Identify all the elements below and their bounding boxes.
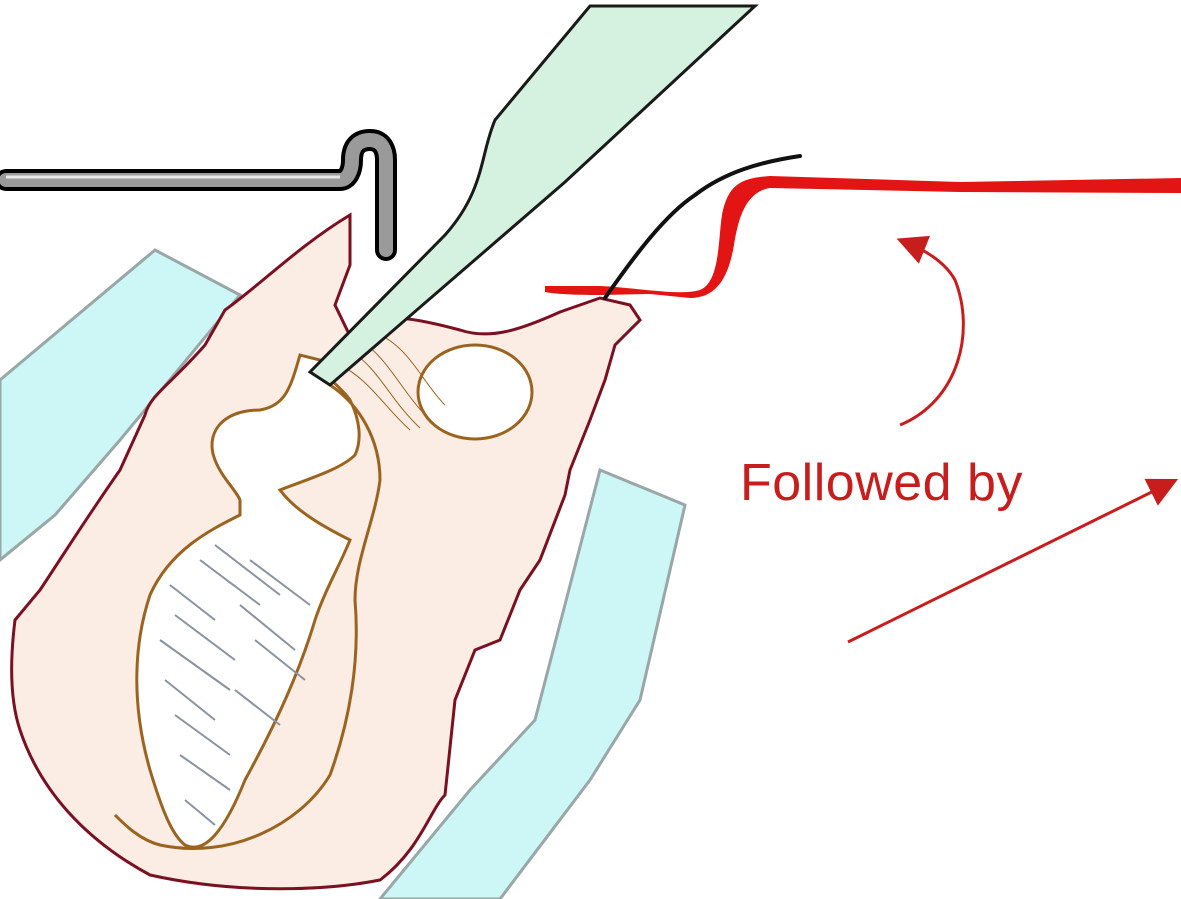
curved-needle-suture-icon — [545, 156, 1181, 298]
suture-thread — [545, 176, 1181, 298]
followed-by-label: Followed by — [740, 454, 1023, 512]
ring-structure — [418, 345, 532, 439]
curved-arrow-icon — [900, 242, 963, 425]
